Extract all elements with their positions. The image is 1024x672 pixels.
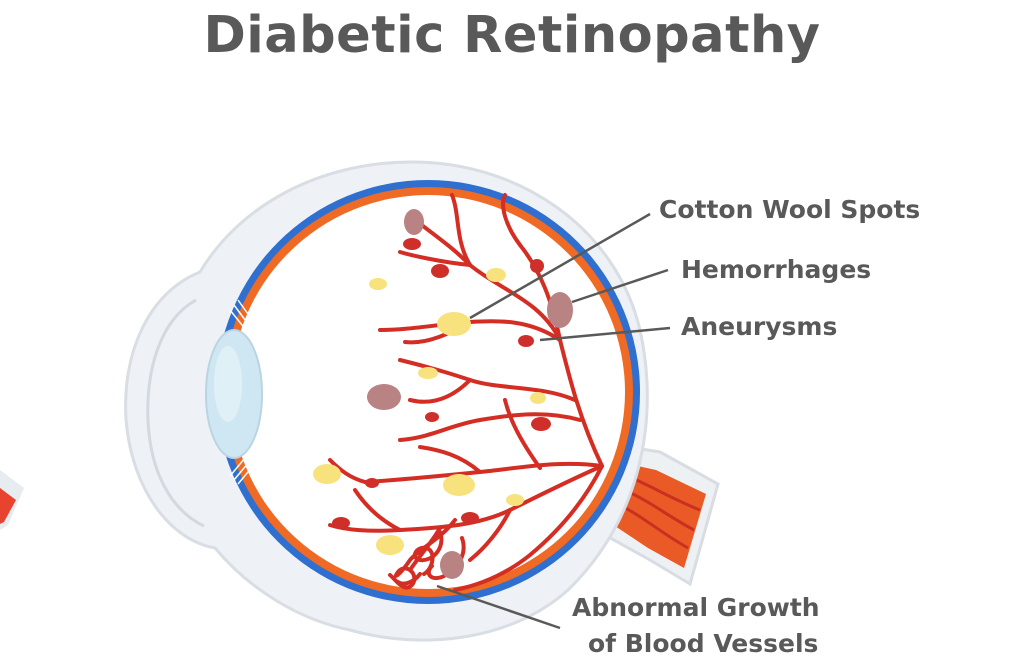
hemorrhages bbox=[367, 209, 573, 579]
cotton-wool-spots bbox=[313, 268, 546, 555]
ciliary-fibers bbox=[229, 299, 259, 485]
page-title: Diabetic Retinopathy bbox=[203, 6, 821, 65]
label-abnormal-growth-line1: Abnormal Growth bbox=[572, 593, 820, 622]
label-abnormal-growth-line2: of Blood Vessels bbox=[588, 629, 819, 658]
adjacent-diagram-fragment bbox=[0, 470, 24, 530]
leader-line-cotton-wool-spots bbox=[469, 212, 651, 320]
eye-layers bbox=[216, 180, 640, 604]
label-hemorrhages: Hemorrhages bbox=[681, 255, 872, 284]
label-aneurysms: Aneurysms bbox=[681, 312, 838, 341]
abnormal-vessel-growth bbox=[388, 518, 466, 590]
leader-line-abnormal-growth bbox=[436, 584, 561, 630]
leader-line-hemorrhages bbox=[571, 268, 669, 304]
label-cotton-wool-spots: Cotton Wool Spots bbox=[659, 195, 921, 224]
leader-lines bbox=[436, 212, 671, 630]
leader-line-aneurysms bbox=[539, 326, 671, 342]
aneurysms bbox=[332, 238, 551, 529]
